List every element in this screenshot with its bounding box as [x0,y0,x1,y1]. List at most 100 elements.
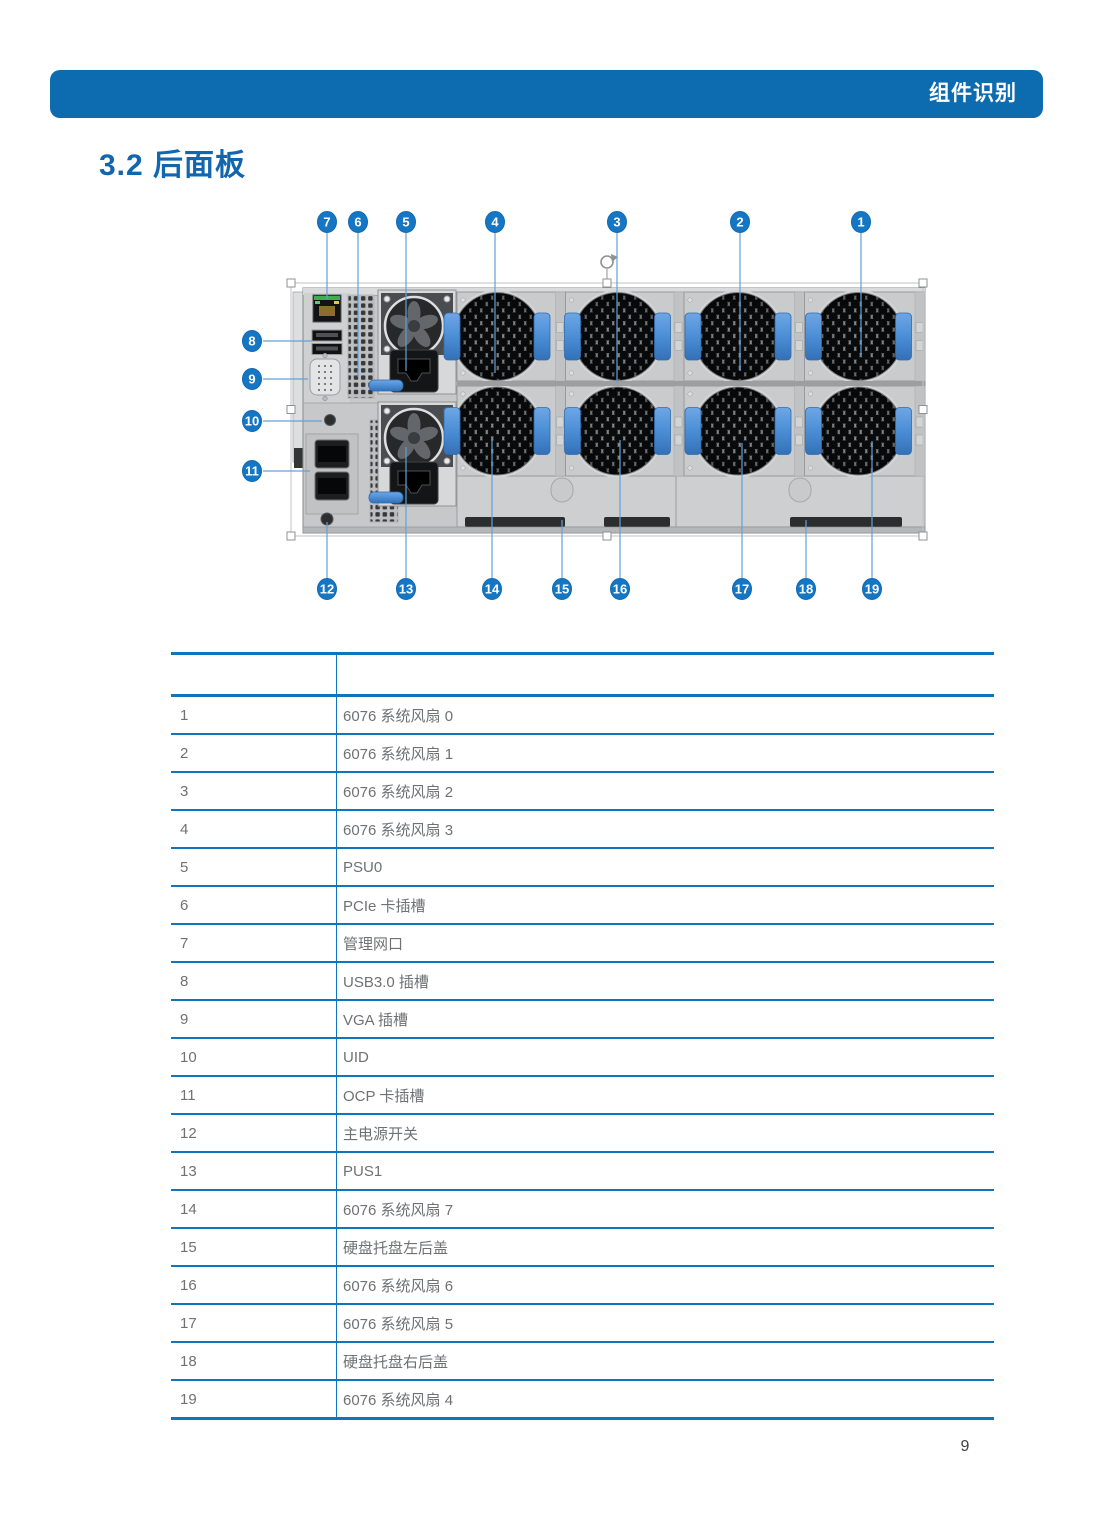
item-number-cell: 4 [171,809,337,848]
selection-handle[interactable] [918,531,928,541]
rotate-handle-icon[interactable] [600,254,618,279]
svg-text:14: 14 [485,582,500,597]
item-number-cell: 19 [171,1379,337,1419]
item-description-cell: 硬盘托盘左后盖 [336,1227,994,1266]
fan-handle-icon[interactable] [895,407,912,455]
item-description-cell: 6076 系统风扇 5 [336,1303,994,1342]
callout-18: 18 [796,578,816,600]
callout-17: 17 [732,578,752,600]
selection-handle[interactable] [286,278,296,288]
callout-11: 11 [242,460,262,482]
callout-4: 4 [485,211,505,233]
svg-text:7: 7 [323,215,330,230]
item-number-cell: 17 [171,1303,337,1342]
svg-text:4: 4 [491,215,499,230]
page-number: 9 [960,1438,970,1455]
callout-12: 12 [317,578,337,600]
item-number-cell: 8 [171,961,337,1000]
fan-handle-icon[interactable] [443,312,461,361]
selection-handle[interactable] [602,278,612,288]
selection-handle[interactable] [602,531,612,541]
svg-text:11: 11 [245,464,259,479]
item-number-cell: 11 [171,1075,337,1114]
fan-handle-icon[interactable] [774,312,792,361]
item-number-cell: 1 [171,694,337,734]
svg-text:9: 9 [248,372,255,387]
fan-handle-icon[interactable] [805,312,822,361]
svg-text:16: 16 [613,582,627,597]
item-description-cell: 6076 系统风扇 2 [336,771,994,810]
item-description-cell: PUS1 [336,1151,994,1190]
fan-handle-icon[interactable] [533,312,551,361]
fan-handle-icon[interactable] [684,312,702,361]
item-description-cell: USB3.0 插槽 [336,961,994,1000]
psu1-icon [367,400,458,508]
fan-modules [443,290,926,478]
callout-1: 1 [851,211,871,233]
item-description-cell: 6076 系统风扇 1 [336,733,994,772]
fan-handle-icon[interactable] [533,407,551,455]
item-description-cell: 6076 系统风扇 4 [336,1379,994,1419]
item-description-cell: 主电源开关 [336,1113,994,1152]
fan-handle-icon[interactable] [564,312,581,361]
callout-10: 10 [242,410,262,432]
svg-text:18: 18 [799,582,813,597]
selection-handle[interactable] [286,405,296,414]
callout-8: 8 [242,330,262,352]
selection-handle[interactable] [286,531,296,541]
callout-2: 2 [730,211,750,233]
svg-text:5: 5 [402,215,409,230]
item-description-cell: VGA 插槽 [336,999,994,1038]
item-number-cell: 13 [171,1151,337,1190]
callout-6: 6 [348,211,368,233]
callout-14: 14 [482,578,502,600]
fan-handle-icon[interactable] [895,312,912,361]
fan-handle-icon[interactable] [684,407,702,455]
item-description-cell: 管理网口 [336,923,994,962]
item-number-cell: 5 [171,847,337,886]
pcie-vent-icon [347,294,375,399]
callout-13: 13 [396,578,416,600]
fan-handle-icon[interactable] [774,407,792,455]
uid-button-icon [324,414,336,426]
fan-handle-icon[interactable] [654,407,671,455]
selection-handle[interactable] [918,278,928,288]
item-number-cell: 3 [171,771,337,810]
fan-handle-icon[interactable] [443,407,461,455]
psu0-icon [367,288,458,396]
chapter-header-text: 组件识别 [929,82,1017,105]
svg-text:8: 8 [248,334,255,349]
item-description-cell: PCIe 卡插槽 [336,885,994,924]
fan-handle-icon[interactable] [805,407,822,455]
svg-text:17: 17 [735,582,749,597]
svg-text:12: 12 [320,582,334,597]
svg-text:15: 15 [555,582,569,597]
item-number-cell: 6 [171,885,337,924]
selection-handle[interactable] [918,405,928,414]
item-number-cell: 7 [171,923,337,962]
fan-handle-icon[interactable] [654,312,671,361]
section-title: 3.2 后面板 [99,149,247,182]
item-number-cell: 15 [171,1227,337,1266]
svg-text:13: 13 [399,582,413,597]
item-number-cell: 16 [171,1265,337,1304]
callout-15: 15 [552,578,572,600]
fan-handle-icon[interactable] [564,407,581,455]
callout-19: 19 [862,578,882,600]
svg-text:2: 2 [736,215,743,230]
